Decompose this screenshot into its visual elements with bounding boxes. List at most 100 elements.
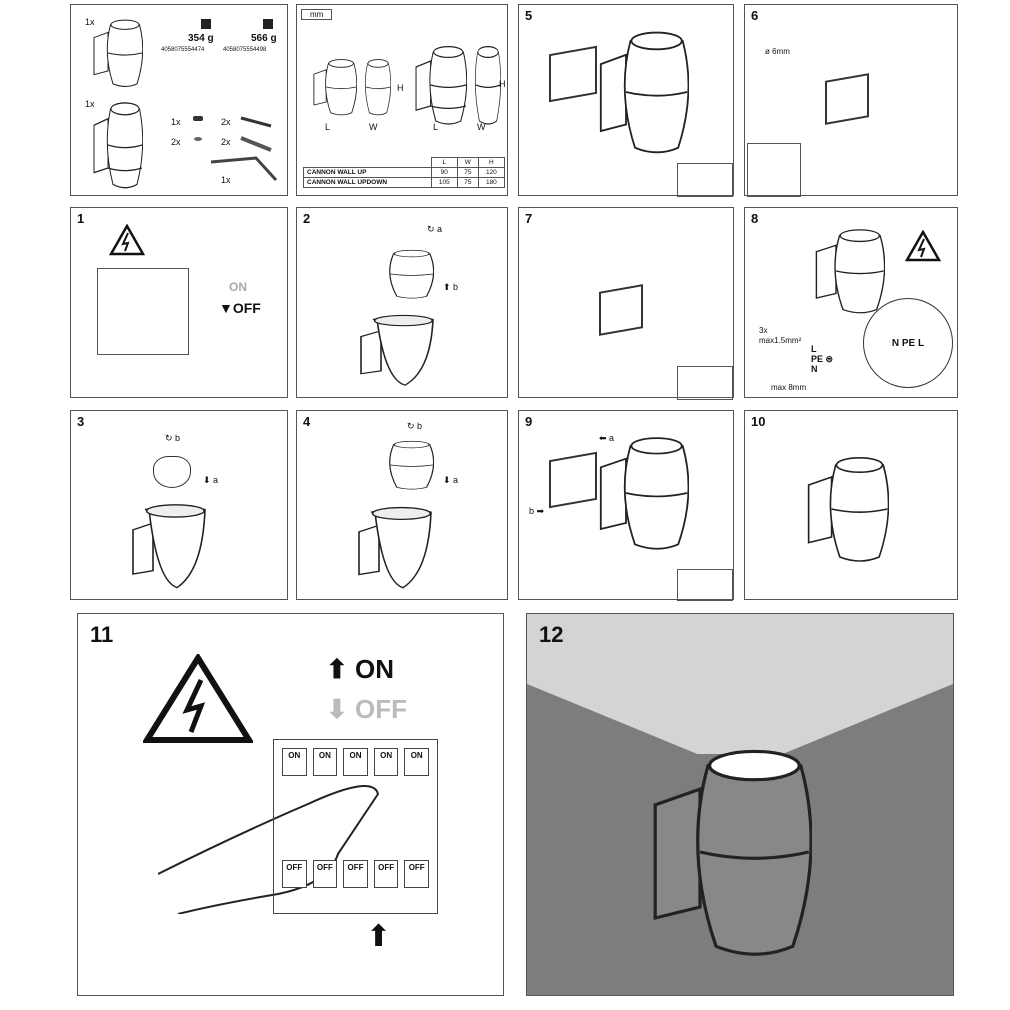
ean-up: 4058075554474 — [161, 47, 205, 53]
arrow-down-icon: ▼ — [219, 300, 233, 316]
wire-count: 3x — [759, 326, 768, 335]
step-number: 4 — [303, 414, 311, 429]
breaker-switch[interactable]: ON — [404, 748, 429, 776]
lamp-shade — [372, 248, 435, 300]
drill-size-label: ø 6mm — [765, 47, 790, 56]
weight-icon — [263, 19, 273, 29]
lamp-illustration — [815, 226, 886, 316]
breaker-switch[interactable]: OFF — [373, 859, 399, 888]
breaker-switch[interactable]: OFF — [343, 859, 368, 888]
step-number: 10 — [751, 414, 766, 429]
step-number: 6 — [751, 8, 759, 23]
off-label: ⬇ OFF — [326, 694, 408, 724]
label-a: ⬇ a — [203, 475, 219, 485]
on-label: ⬆ ON — [326, 654, 395, 684]
breaker-switch[interactable]: ON — [343, 748, 368, 776]
weight-updown: 566 g — [251, 33, 277, 44]
dim-updown-front — [465, 43, 502, 127]
step-5-panel: 5 — [518, 4, 734, 197]
hand-icon — [158, 785, 380, 914]
label-b: b ➡ — [529, 506, 545, 516]
breaker-switch[interactable]: OFF — [404, 859, 429, 888]
breaker-switch[interactable]: OFF — [312, 859, 338, 888]
screws-dowels-hexkey-icon — [193, 116, 278, 182]
screw-detail-icon — [677, 163, 733, 197]
step-4-panel: 4 ↻ b ⬇ a — [296, 410, 508, 600]
electric-hazard-icon — [109, 224, 145, 256]
step-7-panel: 7 — [518, 207, 734, 400]
part-qty: 2x — [221, 137, 231, 147]
wire-N: N — [811, 364, 818, 374]
qty: 1x — [85, 99, 95, 109]
step-6-panel: 6 ø 6mm — [744, 4, 958, 197]
lamp-installed — [807, 453, 890, 565]
step-number: 9 — [525, 414, 533, 429]
step-1-panel: 1 ON ▼OFF — [70, 207, 288, 398]
screw-detail-icon — [677, 366, 733, 400]
unit-label: mm — [301, 9, 333, 20]
package-contents-panel: 1x 354 g 566 g 4058075554474 40580755544… — [70, 4, 288, 196]
part-qty: 2x — [221, 117, 231, 127]
step-number: 7 — [525, 211, 533, 226]
breaker-switch[interactable]: ON — [373, 748, 399, 776]
part-qty: 1x — [221, 175, 231, 185]
part-qty: 1x — [171, 117, 181, 127]
dim-H: H — [397, 83, 404, 93]
label-a: ↻ a — [427, 224, 443, 234]
dim-up-front — [355, 57, 392, 117]
weight-up: 354 g — [188, 33, 214, 44]
dim-W: W — [477, 122, 486, 132]
lamp-shade — [372, 439, 435, 491]
label-a: ⬅ a — [599, 433, 615, 443]
label-b: ⬆ b — [443, 282, 459, 292]
dim-W: W — [369, 122, 378, 132]
step-12-panel: 12 — [526, 613, 954, 996]
weight-icon — [201, 19, 211, 29]
mounting-plate-icon — [599, 284, 643, 336]
breaker-switch[interactable]: OFF — [282, 859, 307, 888]
step-9-panel: 9 ⬅ a b ➡ — [518, 410, 734, 601]
step-number: 3 — [77, 414, 85, 429]
step-number: 2 — [303, 211, 311, 226]
step-number: 8 — [751, 211, 759, 226]
step-8-panel: 8 N PE L 3x max1.5mm² L PE ⊜ N max 8mm — [744, 207, 958, 398]
lamp-base — [355, 499, 435, 591]
dim-L: L — [433, 122, 439, 132]
screw-detail-icon — [677, 569, 733, 601]
dim-updown-side — [415, 43, 468, 127]
mounting-plate-icon — [549, 45, 597, 103]
breaker-switch[interactable]: ON — [282, 748, 307, 776]
label-a: ⬇ a — [443, 475, 459, 485]
label-b: ↻ b — [165, 433, 181, 443]
step-number: 11 — [90, 622, 114, 647]
terminal-block-detail: N PE L — [863, 298, 953, 388]
step-number: 1 — [77, 211, 85, 226]
part-qty: 2x — [171, 137, 181, 147]
arrow-up-icon: ⬆ — [366, 920, 392, 953]
step-2-panel: 2 ↻ a ⬆ b — [296, 207, 508, 398]
dim-H: H — [499, 79, 506, 89]
lamp-updown-illustration — [93, 99, 144, 191]
electric-hazard-icon — [905, 230, 941, 262]
ean-updown: 4058075554498 — [223, 47, 267, 53]
step-10-panel: 10 — [744, 410, 958, 600]
lamp-base — [357, 308, 437, 388]
wire-PE: PE ⊜ — [811, 354, 834, 364]
dim-up-side — [313, 57, 358, 117]
lamp-illustration — [599, 27, 690, 157]
breaker-panel — [97, 268, 189, 355]
wire-size: max1.5mm² — [759, 336, 802, 345]
light-beam — [527, 614, 953, 754]
on-label: ON — [229, 280, 247, 294]
lamp-base — [129, 496, 209, 591]
breaker-switch[interactable]: ON — [312, 748, 338, 776]
electric-hazard-icon — [143, 654, 253, 743]
step-3-panel: 3 ↻ b ⬇ a — [70, 410, 288, 600]
lamp-up-illustration — [93, 17, 144, 89]
strip-length: max 8mm — [771, 383, 807, 392]
drill-icon — [747, 143, 801, 197]
